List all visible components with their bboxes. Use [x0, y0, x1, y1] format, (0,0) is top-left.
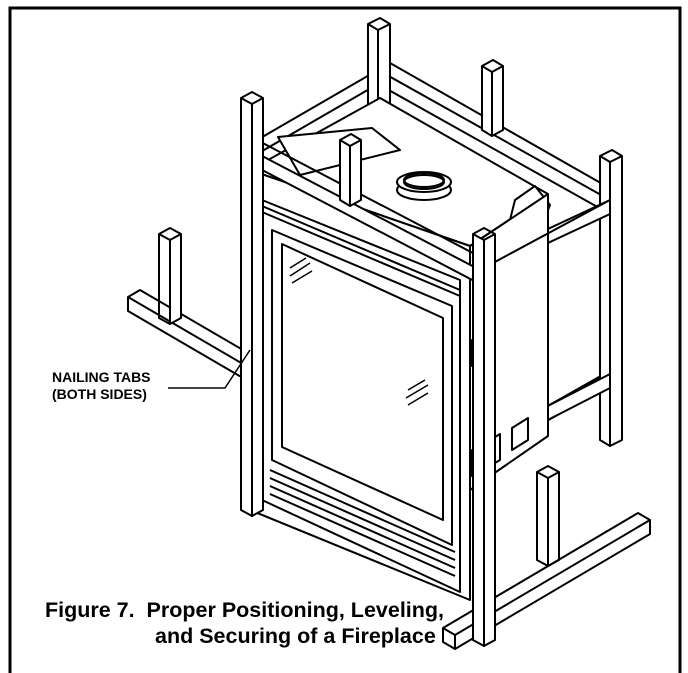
figure-border	[8, 6, 682, 673]
front-floor-plate	[442, 512, 651, 650]
flue-collar	[396, 171, 452, 201]
callout-leader	[168, 349, 251, 389]
figure-caption-line-1: Figure 7. Proper Positioning, Leveling,	[45, 598, 444, 622]
floor-stud-right	[536, 465, 560, 567]
figure-caption-line-2: and Securing of a Fireplace	[155, 624, 436, 648]
front-stud-mid	[339, 133, 362, 207]
front-stud-right	[472, 227, 496, 647]
floor-stud-left	[158, 227, 182, 325]
back-stud-right	[481, 59, 504, 137]
back-stud-far-right	[599, 149, 623, 447]
callout-nailing-tabs: NAILING TABS	[52, 369, 151, 385]
front-stud-left	[240, 91, 264, 517]
callout-both-sides: (BOTH SIDES)	[52, 386, 147, 402]
